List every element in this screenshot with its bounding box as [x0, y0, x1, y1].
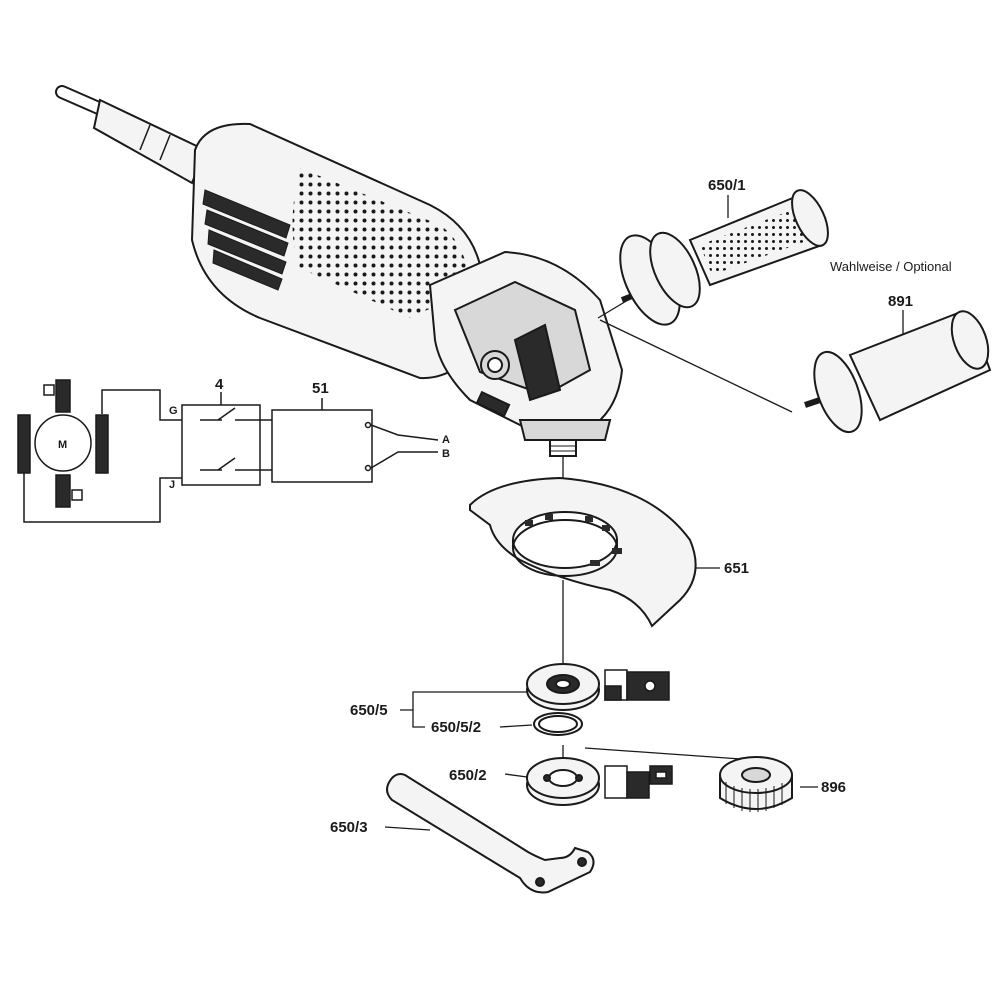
label-motor: M	[58, 439, 67, 451]
label-quick-nut: 896	[821, 779, 846, 796]
power-cord	[55, 85, 207, 185]
two-pin-spanner	[386, 773, 595, 894]
wiring-diagram	[17, 379, 439, 523]
flange-section-icon	[604, 669, 670, 701]
label-terminal-j: J	[169, 479, 175, 491]
label-guard: 651	[724, 560, 749, 577]
label-output-b: B	[442, 448, 450, 460]
clamp-nut-section-icon	[604, 765, 673, 799]
wheel-guard	[469, 476, 697, 628]
label-electronics: 51	[312, 380, 329, 397]
electronics-box	[271, 409, 373, 483]
quick-clamping-nut	[719, 756, 793, 812]
angle-grinder-body	[55, 85, 624, 457]
alternative-handle	[804, 310, 992, 434]
o-ring	[533, 712, 583, 736]
clamp-nut	[526, 757, 600, 806]
label-terminal-g: G	[169, 405, 178, 417]
auxiliary-handle	[619, 189, 829, 326]
label-switch: 4	[215, 376, 224, 393]
label-alt-handle: 891	[888, 293, 913, 310]
mounting-flange	[526, 663, 600, 711]
optional-note: Wahlweise / Optional	[830, 259, 952, 274]
label-aux-handle: 650/1	[708, 177, 746, 194]
callout-leaders	[384, 195, 904, 831]
label-spanner: 650/3	[330, 819, 368, 836]
spindle	[518, 419, 612, 457]
motor-symbol	[17, 379, 109, 508]
grip-texture	[292, 168, 470, 318]
label-o-ring: 650/5/2	[431, 719, 481, 736]
ventilation-slots	[202, 189, 291, 291]
label-clamp-nut: 650/2	[449, 767, 487, 784]
label-output-a: A	[442, 434, 450, 446]
label-flange: 650/5	[350, 702, 388, 719]
